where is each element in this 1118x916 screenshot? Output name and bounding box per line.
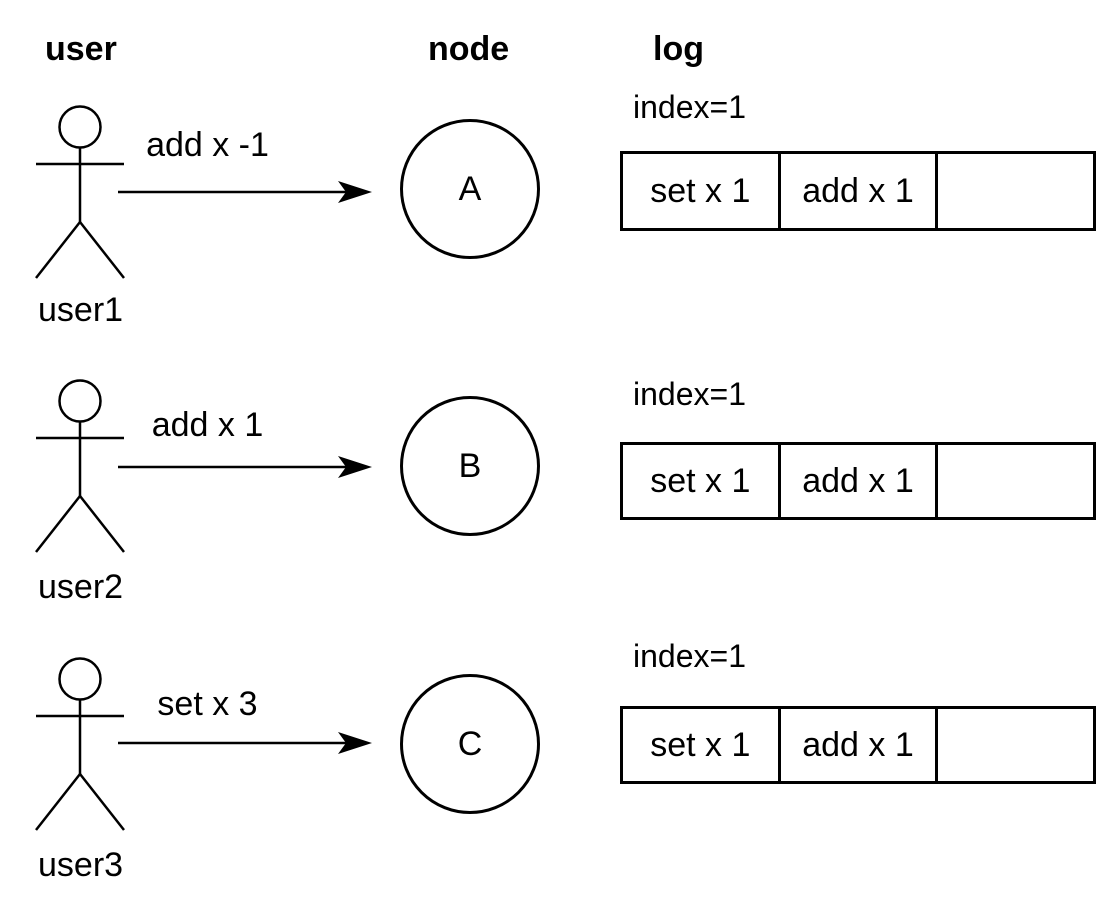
column-header-log: log (653, 30, 704, 68)
log-cell: add x 1 (781, 154, 939, 228)
node-label: A (458, 169, 482, 208)
node-label: B (458, 446, 482, 485)
actor-label: user3 (38, 846, 124, 884)
node-circle: B (400, 396, 540, 536)
message-label: add x -1 (146, 126, 269, 164)
log-table: set x 1 add x 1 (620, 442, 1096, 520)
actor-label: user2 (38, 568, 124, 606)
log-table: set x 1 add x 1 (620, 151, 1096, 231)
arrow-right-icon (118, 732, 372, 754)
log-cell (938, 154, 1093, 228)
log-cell: set x 1 (623, 154, 781, 228)
node-circle: A (400, 119, 540, 259)
node-label: C (457, 724, 483, 763)
stick-figure-icon (35, 657, 125, 831)
log-index-label: index=1 (633, 638, 746, 674)
log-cell: set x 1 (623, 709, 781, 781)
node-circle: C (400, 674, 540, 814)
column-header-user: user (45, 30, 117, 68)
log-table: set x 1 add x 1 (620, 706, 1096, 784)
arrow-right-icon (118, 456, 372, 478)
message-label: add x 1 (151, 406, 264, 444)
log-index-label: index=1 (633, 89, 746, 125)
log-cell: add x 1 (781, 445, 939, 517)
arrow-right-icon (118, 181, 372, 203)
message-label: set x 3 (157, 685, 258, 723)
log-cell (938, 709, 1093, 781)
log-cell: add x 1 (781, 709, 939, 781)
actor-label: user1 (38, 291, 124, 329)
stick-figure-icon (35, 105, 125, 279)
log-cell: set x 1 (623, 445, 781, 517)
log-cell (938, 445, 1093, 517)
log-index-label: index=1 (633, 376, 746, 412)
column-header-node: node (428, 30, 510, 68)
stick-figure-icon (35, 379, 125, 553)
